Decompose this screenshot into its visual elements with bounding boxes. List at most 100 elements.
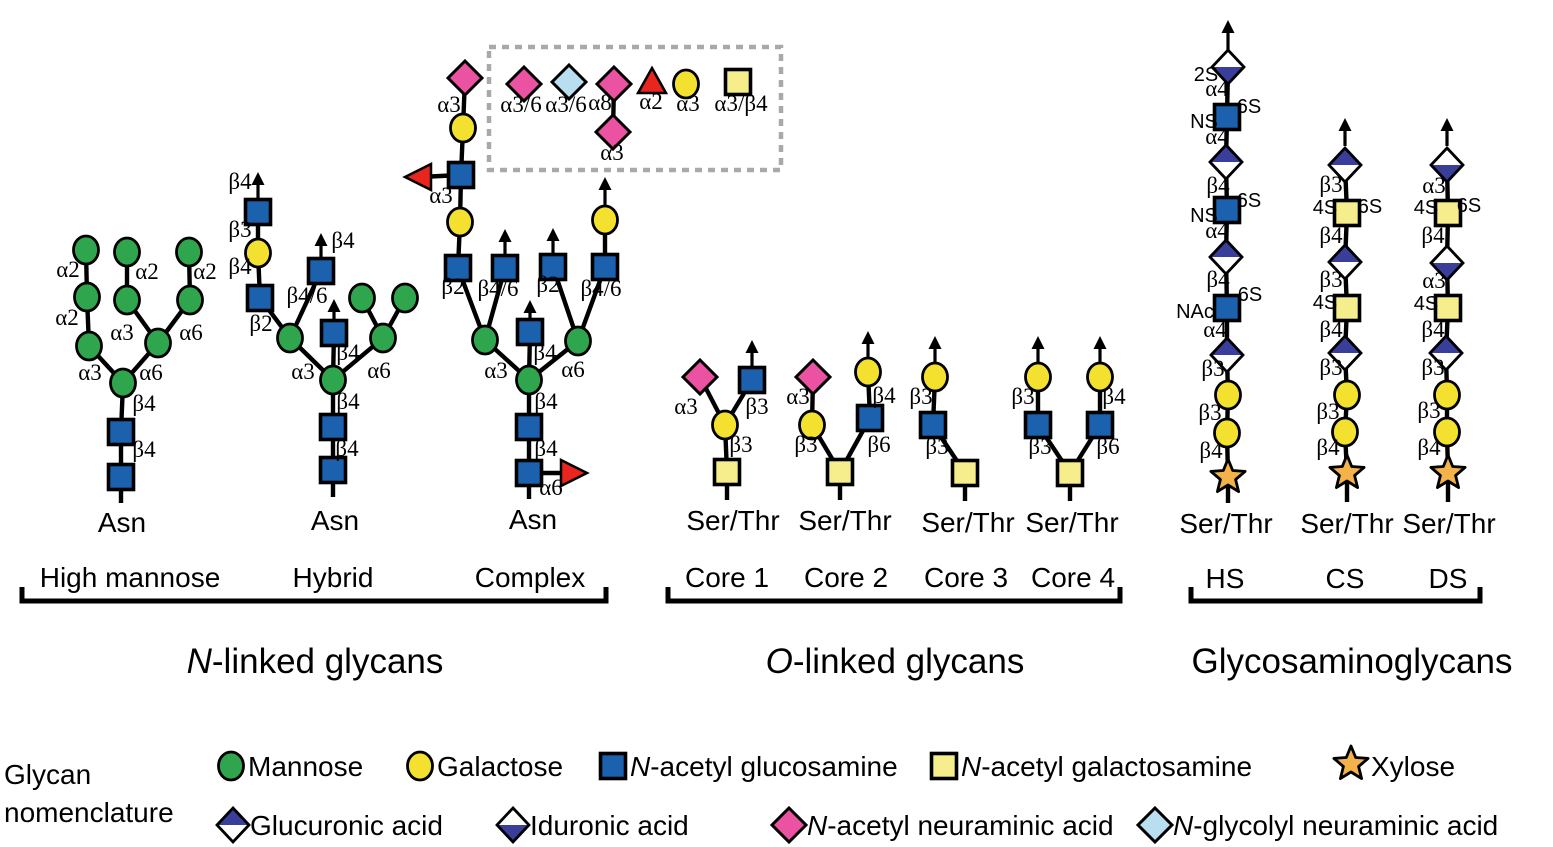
linkage-label: β4 [1199, 438, 1223, 463]
structure-name: DS [1429, 563, 1468, 594]
mannose-node [144, 327, 172, 359]
glcnac-node [1212, 195, 1242, 225]
linkage-label: β4 [1316, 435, 1340, 460]
anchor-label: Ser/Thr [798, 505, 891, 536]
linkage-label: β4 [1206, 173, 1230, 198]
galnac-node [1433, 198, 1463, 228]
anchor-label: Asn [311, 505, 359, 536]
linkage-label: β3 [228, 217, 251, 242]
linkage-label: β2 [536, 272, 559, 297]
structure-name: Core 1 [685, 562, 769, 593]
linkage-label: α3 [437, 92, 461, 117]
glcnac-node [515, 317, 545, 347]
galactose-node [854, 356, 882, 388]
linkage-label: β4 [331, 228, 355, 253]
chain-arrow-head [1221, 20, 1235, 33]
anchor-label: Ser/Thr [1025, 507, 1118, 538]
linkage-label: β2 [249, 311, 272, 336]
chain-arrow-head [598, 177, 612, 190]
linkage-label: α4 [1203, 317, 1227, 342]
linkage-label: α3 [429, 183, 453, 208]
linkage-label: α3/6 [500, 92, 541, 117]
linkage-label: β4 [1319, 317, 1343, 342]
galnac-node [1332, 293, 1362, 323]
linkage-label: α3 [110, 320, 134, 345]
galnac-node [950, 458, 980, 488]
mannose-node [113, 284, 141, 316]
legend-entry-label: Glucuronic acid [250, 810, 443, 841]
linkage-label: β4 [533, 340, 557, 365]
mannose-node [72, 234, 100, 266]
iduronic-acid-node [1212, 67, 1244, 84]
mannose-node [175, 236, 203, 268]
galactose-node [672, 68, 700, 100]
glucuronic-acid-node [1208, 237, 1244, 277]
structure-name: High mannose [40, 562, 221, 593]
mannose-node [515, 364, 543, 396]
section-title: O-linked glycans [766, 642, 1025, 681]
glucuronic-acid-node [1211, 338, 1243, 355]
xylose-node [1429, 453, 1467, 490]
chain-arrow-head [1031, 336, 1045, 349]
legend-entry-label: Iduronic acid [530, 810, 689, 841]
linkage-label: α8 [588, 90, 612, 115]
glcnac-node [1085, 410, 1115, 440]
mannose-node [217, 750, 245, 782]
glcnac-node [1023, 410, 1053, 440]
galactose-node [711, 409, 739, 441]
linkage-label: β4 [872, 383, 896, 408]
xylose-node [1209, 457, 1247, 494]
inset-box [486, 44, 784, 173]
linkage-label: α4 [1205, 76, 1229, 101]
linkage-label: β3 [1201, 356, 1224, 381]
legend-title: nomenclature [4, 797, 174, 828]
glucuronic-acid-node [1210, 145, 1242, 162]
sulfation-label: 6S [1358, 196, 1382, 218]
structure-name: Hybrid [293, 562, 374, 593]
section-bracket [1188, 587, 1483, 604]
linkage-label: β4 [534, 436, 558, 461]
glcnac-node [855, 403, 885, 433]
glcnac-node [318, 412, 348, 442]
chain-arrow-head [1440, 118, 1454, 131]
structure-name: Core 4 [1031, 562, 1115, 593]
galnac-node [929, 751, 959, 781]
linkage-label: α6 [139, 360, 163, 385]
galactose-node [1213, 417, 1241, 449]
neu5ac-node [593, 112, 633, 152]
xylose-node [1332, 744, 1370, 780]
neu5gc-node [549, 62, 589, 102]
glucuronic-acid-node [1209, 335, 1245, 375]
linkage-label: α3 [600, 140, 624, 165]
linkage-label: α3 [78, 360, 102, 385]
glcnac-node [243, 197, 273, 227]
galactose-node [449, 112, 477, 144]
galactose-node [921, 361, 949, 393]
linkage-label: α2 [55, 305, 79, 330]
linkage-label: β2 [441, 274, 464, 299]
legend-title: Glycan [4, 759, 91, 790]
iduronic-acid-node [1431, 263, 1463, 280]
mannose-node [109, 367, 137, 399]
galnac-node [712, 457, 742, 487]
linkage-label: β4 [335, 436, 359, 461]
linkage-label: β4 [1206, 267, 1230, 292]
glcnac-node [538, 252, 568, 282]
glcnac-node [245, 283, 275, 313]
structure-name: CS [1326, 563, 1365, 594]
linkage-label: α2 [56, 257, 80, 282]
glcnac-node [598, 751, 628, 781]
linkage-label: β4 [1417, 435, 1441, 460]
chain-arrow-head [327, 299, 341, 312]
glucuronic-acid-node [1329, 148, 1361, 165]
glcnac-node [490, 253, 520, 283]
